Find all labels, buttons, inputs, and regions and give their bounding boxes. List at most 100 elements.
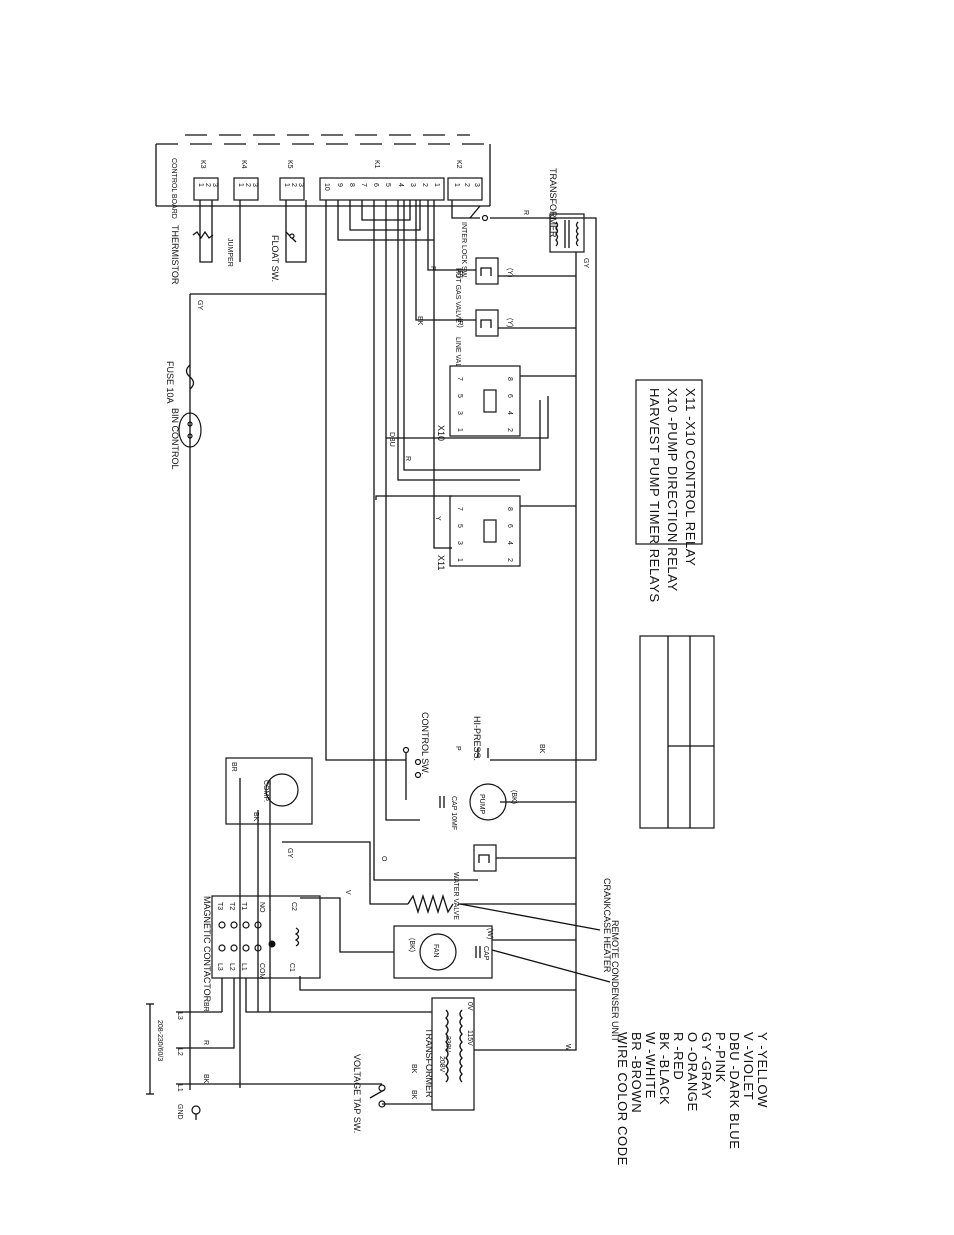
control-switch-label: CONTROL SW. <box>420 712 430 775</box>
bottom-transformer-label: TRANSFORMER <box>424 1028 434 1098</box>
contactor-terminal-l2: L2 <box>228 963 235 971</box>
relay-x10-pin-2: 2 <box>506 428 513 432</box>
k3-pin-2: 2 <box>204 183 211 187</box>
k4-pin-2: 2 <box>244 183 251 187</box>
wire-tag-bk-pump: (BK) <box>510 790 517 804</box>
wire-tag-y-paren-1: (Y) <box>506 268 513 277</box>
power-line-l3: L3 <box>176 1012 183 1020</box>
wire-color-code-legend: WIRE COLOR CODE BR -BROWN W -WHITE BK -B… <box>615 1032 770 1166</box>
connector-k5 <box>279 177 305 201</box>
connector-k3 <box>193 177 219 201</box>
remote-condenser-label: REMOTE CONDENSER UNIT <box>610 920 620 1043</box>
harvest-legend-title: HARVEST PUMP TIMER RELAYS <box>647 388 662 603</box>
k1-pin-10: 10 <box>323 183 330 191</box>
hot-gas-valve: HOT GAS VALVE <box>454 257 499 323</box>
contactor-terminal-no: NO <box>258 902 265 913</box>
harvest-legend-line-1: X10 -PUMP DIRECTION RELAY <box>665 388 680 592</box>
wire-tag-bk-tap2: BK <box>410 1090 417 1100</box>
tap-208v: 208V <box>438 1056 445 1073</box>
harvest-legend-line-2: X11 -X10 CONTROL RELAY <box>683 388 698 566</box>
hi-press-label: HI-PRESS. <box>472 716 482 761</box>
voltage-tap-switch: VOLTAGE TAP SW. <box>352 1054 386 1133</box>
wire-color-entry-bk: BK -BLACK <box>657 1032 672 1105</box>
k1-pin-5: 5 <box>384 183 391 187</box>
relay-x11-pin-8: 8 <box>506 507 513 511</box>
connector-k1 <box>319 177 445 201</box>
wire-color-code-title: WIRE COLOR CODE <box>615 1032 630 1166</box>
wire-tag-dbu: DBU <box>388 432 395 447</box>
relay-x10-pin-6: 6 <box>506 394 513 398</box>
jumper-label: JUMPER <box>226 238 233 267</box>
relay-x10-pin-5: 5 <box>456 394 463 398</box>
wire-tag-r-tr: R <box>522 210 529 215</box>
fan-cap-label: CAP <box>482 946 489 961</box>
pump-cap-label: CAP 10MF <box>450 796 457 830</box>
wire-tags: GY P BK DBU R Y (Y) (Y) (R) (R) BR BK GY… <box>196 210 589 1100</box>
control-board: CONTROL BOARD K3 K4 K5 K1 K2 1 2 3 1 2 3… <box>155 134 491 219</box>
magnetic-contactor-label: MAGNETIC CONTACTOR <box>202 896 212 1003</box>
wire-tag-w-fan: (W) <box>486 928 493 939</box>
relay-x11-pin-7: 7 <box>456 507 463 511</box>
line-valve-label: LINE VALVE <box>454 337 461 376</box>
relay-x11-pin-4: 4 <box>506 541 513 545</box>
k1-pin-4: 4 <box>397 183 404 187</box>
crankcase-heater: CRANKCASE HEATER <box>407 878 612 973</box>
bin-control-label: BIN CONTROL <box>170 408 180 470</box>
wire-tag-bk-l1: BK <box>202 1074 209 1084</box>
float-switch: FLOAT SW. <box>270 200 307 282</box>
hi-press-switch: HI-PRESS. <box>472 716 489 761</box>
wiring <box>176 200 597 1105</box>
contactor-terminal-t3: T3 <box>216 902 223 910</box>
pump-motor: PUMP CAP 10MF <box>439 783 507 830</box>
top-transformer: TRANSFORMER <box>548 168 585 253</box>
relay-x11-pin-5: 5 <box>456 524 463 528</box>
control-switch: CONTROL SW. <box>402 712 430 800</box>
fan-label: FAN <box>432 944 439 958</box>
interlock-switch-label: INTER LOCK SW. <box>460 222 467 279</box>
k5-pin-3: 3 <box>297 183 304 187</box>
fuse-label: FUSE 10A <box>165 361 175 404</box>
k3-pin-3: 3 <box>211 183 218 187</box>
wire-tag-r-paren-1: (R) <box>456 268 463 278</box>
line-valve: LINE VALVE <box>454 309 499 376</box>
relay-x11-pin-1: 1 <box>456 558 463 562</box>
tap-0v: 0V <box>466 1002 473 1011</box>
wire-tag-bk-comp: BK <box>252 812 259 822</box>
compressor: COMP. <box>225 757 313 825</box>
k3-pin-1: 1 <box>197 183 204 187</box>
connector-k4 <box>233 177 259 201</box>
wire-tag-br-comp: BR <box>230 762 237 772</box>
k2-pin-2: 2 <box>463 183 470 187</box>
wire-tag-r-mid: R <box>404 456 411 461</box>
connector-k4-label: K4 <box>240 160 247 169</box>
contactor-terminal-l3: L3 <box>216 963 223 971</box>
k5-pin-1: 1 <box>283 183 290 187</box>
interlock-switch: INTER LOCK SW. <box>451 200 489 279</box>
k2-pin-1: 1 <box>453 183 460 187</box>
k1-pin-1: 1 <box>433 183 440 187</box>
k1-pin-6: 6 <box>372 183 379 187</box>
wire-color-entry-br: BR -BROWN <box>629 1032 644 1113</box>
wire-tag-gy: GY <box>196 300 203 310</box>
wire-tag-r-l2: R <box>202 1040 209 1045</box>
wire-color-entry-v: V -VIOLET <box>741 1032 756 1100</box>
connector-k5-label: K5 <box>286 160 293 169</box>
tap-230v: 230V <box>444 1036 451 1053</box>
fuse: FUSE 10A <box>165 361 195 404</box>
contactor-terminal-com: COM <box>258 963 265 980</box>
k2-pin-3: 3 <box>473 183 480 187</box>
wire-tag-br-l3: BR <box>202 1002 209 1012</box>
contactor-terminal-c1: C1 <box>288 963 295 972</box>
tap-115v: 115V <box>466 1030 473 1046</box>
wire-color-entry-y: Y -YELLOW <box>755 1032 770 1108</box>
pump-label: PUMP <box>478 794 485 815</box>
wire-tag-p-low: P <box>454 746 461 751</box>
contactor-terminal-t1: T1 <box>240 902 247 910</box>
hot-gas-valve-label: HOT GAS VALVE <box>454 268 461 323</box>
water-valve-label: WATER VALVE <box>452 872 459 920</box>
k1-pin-9: 9 <box>336 183 343 187</box>
relay-x10: X10 <box>436 365 521 441</box>
wire-tag-bk-tap1: BK <box>410 1064 417 1074</box>
power-line-l2: L2 <box>176 1048 183 1056</box>
